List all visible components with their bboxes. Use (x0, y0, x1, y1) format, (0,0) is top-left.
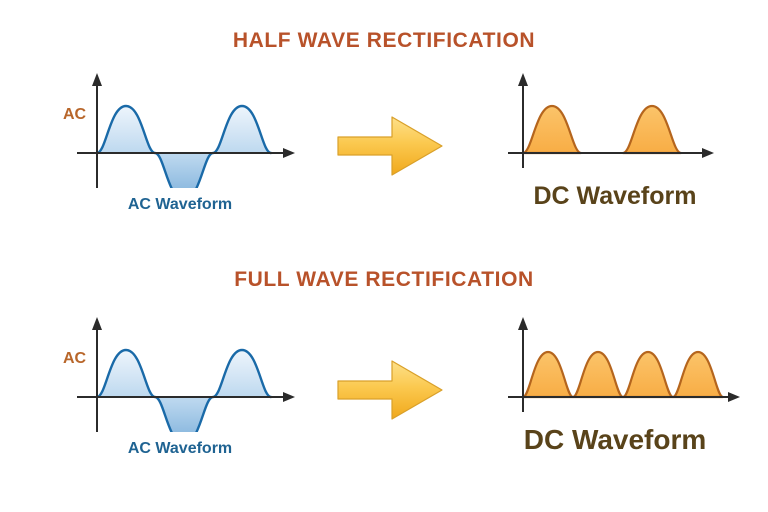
arrow-wrap (330, 350, 450, 435)
rectified-hump (621, 104, 683, 155)
rectified-hump (521, 104, 583, 155)
x-axis-arrowhead (728, 392, 740, 402)
full-wave-ac-panel: AC AC Waveform (55, 312, 305, 512)
ac-waveform-caption: AC Waveform (127, 196, 233, 213)
section-title-full-wave: FULL WAVE RECTIFICATION (234, 268, 534, 291)
sine-fill (97, 106, 271, 188)
rectified-hump (521, 350, 575, 399)
full-wave-dc-panel: DC Waveform (490, 312, 740, 512)
section-title-half-wave: HALF WAVE RECTIFICATION (232, 29, 536, 52)
arrow-wrap (330, 106, 450, 191)
y-axis-arrowhead (518, 73, 528, 86)
ac-waveform-chart (77, 317, 295, 432)
x-axis-arrowhead (702, 148, 714, 158)
y-axis-arrowhead (92, 73, 102, 86)
half-wave-row: AC AC Waveform (0, 68, 768, 268)
ac-waveform-chart (77, 73, 295, 188)
dc-waveform-chart-half (508, 73, 714, 168)
half-wave-ac-panel: AC AC Waveform (55, 68, 305, 268)
x-axis-arrowhead (283, 392, 295, 402)
dc-waveform-chart-full (508, 317, 740, 412)
ac-axis-label: AC (63, 350, 87, 367)
full-wave-row: AC AC Waveform (0, 312, 768, 512)
dc-waveform-caption: DC Waveform (523, 424, 707, 455)
half-wave-arrow-panel (330, 68, 450, 268)
rectified-hump (671, 350, 725, 399)
ac-waveform-caption: AC Waveform (127, 440, 233, 457)
right-arrow-icon (337, 116, 443, 176)
y-axis-arrowhead (92, 317, 102, 330)
sine-fill (97, 350, 271, 432)
rectified-hump (621, 350, 675, 399)
ac-axis-label: AC (63, 106, 87, 123)
half-wave-dc-panel: DC Waveform (490, 68, 740, 268)
sine-curve (95, 348, 273, 432)
full-wave-arrow-panel (330, 312, 450, 512)
x-axis-arrowhead (283, 148, 295, 158)
rectified-hump (571, 350, 625, 399)
arrow-shape (337, 360, 443, 420)
dc-waveform-caption: DC Waveform (533, 182, 697, 210)
arrow-shape (337, 116, 443, 176)
y-axis-arrowhead (518, 317, 528, 330)
right-arrow-icon (337, 360, 443, 420)
sine-curve (95, 104, 273, 188)
